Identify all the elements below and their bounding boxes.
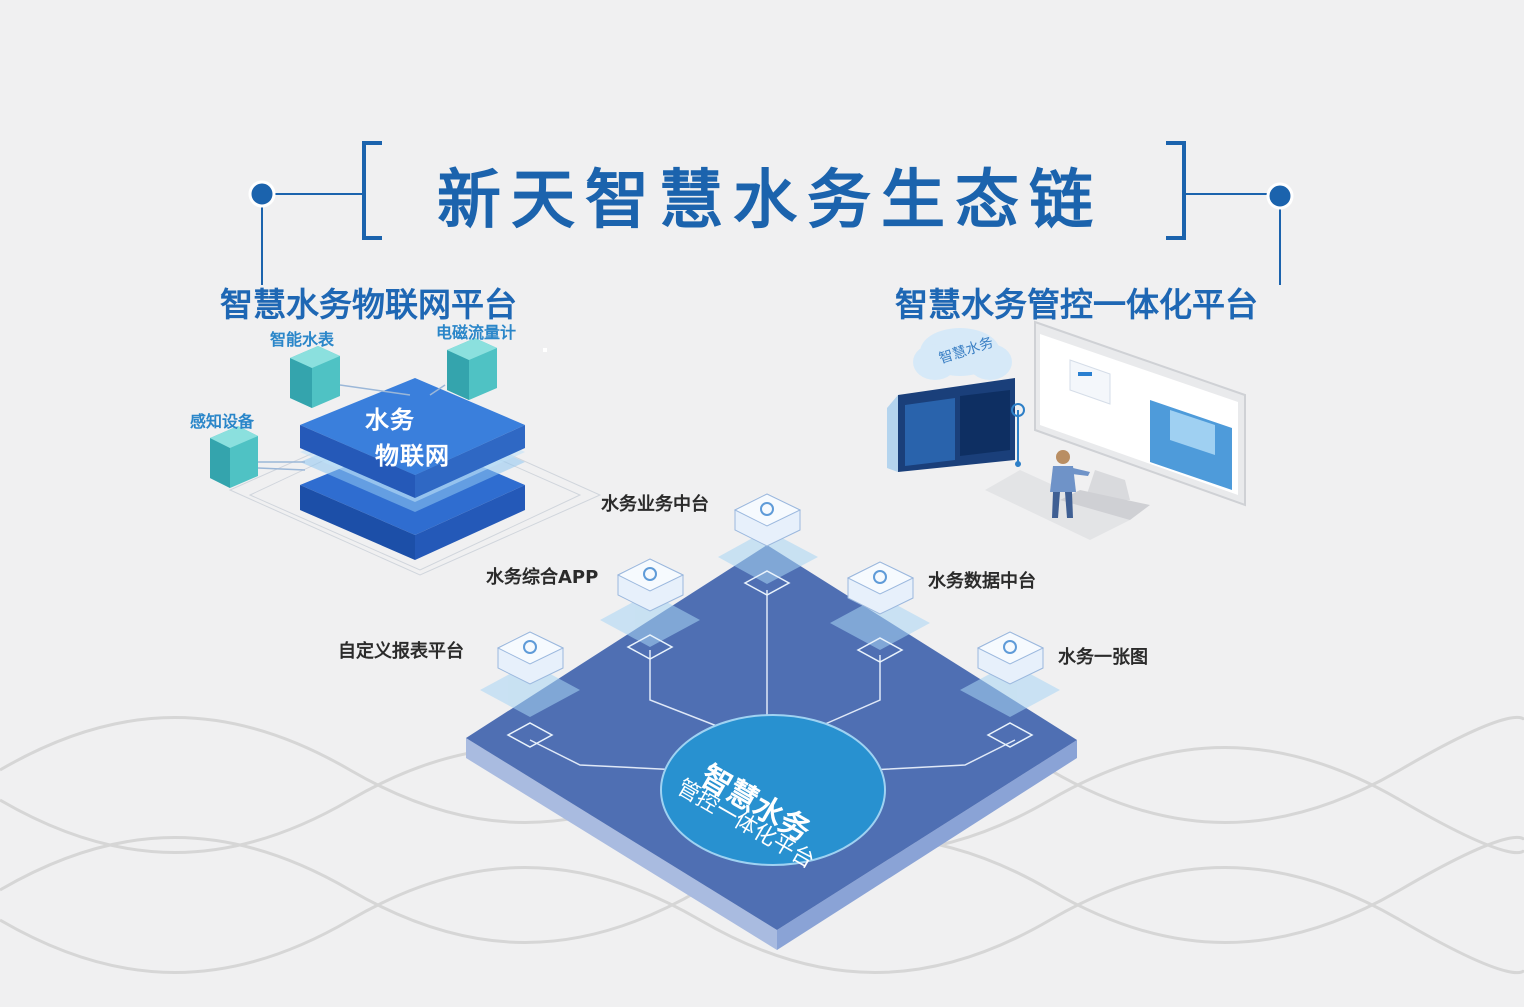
- server-box-business: [733, 493, 802, 547]
- platform-side-left: [466, 738, 777, 950]
- platform-branch-lines: [529, 590, 1016, 771]
- iot-platform-title: 智慧水务物联网平台: [220, 285, 517, 324]
- iot-stack-label-line1: 水务: [365, 406, 415, 434]
- server-box-data: [846, 561, 915, 615]
- node-label-app: 水务综合APP: [486, 567, 599, 588]
- person-figure: [1050, 450, 1090, 518]
- right-node-dot: [1266, 182, 1294, 210]
- iot-stack-label-line2: 物联网: [375, 442, 450, 470]
- center-circle: [660, 714, 886, 866]
- flowmeter-device: [447, 338, 497, 400]
- device-label-flowmeter: 电磁流量计: [436, 323, 517, 342]
- sensor-device: [210, 426, 258, 488]
- node-label-data: 水务数据中台: [928, 571, 1036, 592]
- device-label-sensor: 感知设备: [190, 412, 255, 431]
- node-label-report: 自定义报表平台: [338, 641, 464, 662]
- cloud-icon: [913, 328, 1012, 380]
- node-label-business: 水务业务中台: [601, 494, 709, 515]
- page-title: 新天智慧水务生态链: [437, 164, 1103, 238]
- smart-meter-device: [290, 346, 340, 408]
- left-node-dot: [248, 180, 276, 208]
- platform-side-right: [777, 740, 1077, 950]
- device-label-smart-meter: 智能水表: [270, 330, 335, 349]
- server-box-report: [496, 631, 565, 685]
- node-label-map: 水务一张图: [1058, 647, 1148, 668]
- server-box-app: [616, 558, 685, 612]
- control-platform-title: 智慧水务管控一体化平台: [895, 285, 1258, 324]
- iot-stack-upper: [300, 378, 525, 498]
- server-box-map: [976, 631, 1045, 685]
